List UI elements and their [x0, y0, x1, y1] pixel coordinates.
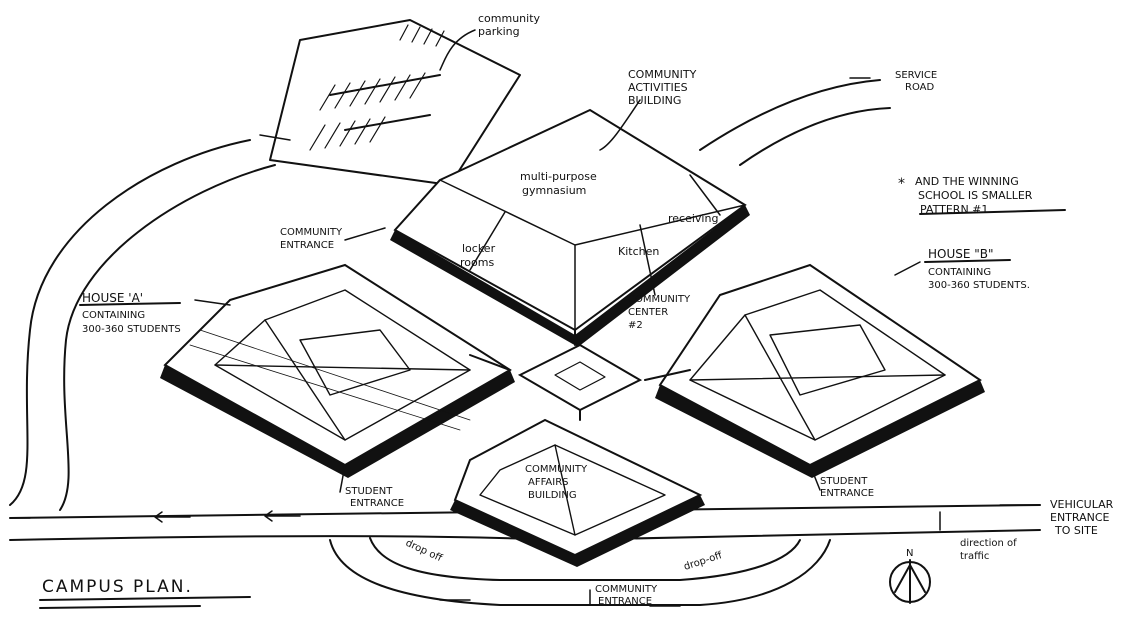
label-drop-off-right: drop-off [683, 550, 725, 573]
community-activities-building [390, 108, 750, 347]
note-asterisk: * [898, 176, 905, 192]
north-arrow [889, 559, 931, 604]
house-b [655, 263, 985, 478]
leader-lines [9, 29, 1041, 607]
page-title: CAMPUS PLAN. [42, 577, 193, 597]
label-receiving: receiving [668, 212, 718, 225]
parking-stalls [309, 24, 445, 151]
label-drop-off-left: drop off [404, 538, 445, 565]
title-underlines [39, 209, 1066, 609]
label-kitchen: Kitchen [618, 245, 659, 258]
community-center [469, 329, 691, 421]
house-a [160, 263, 515, 478]
community-affairs-building [450, 418, 705, 567]
label-north: N [906, 548, 913, 559]
